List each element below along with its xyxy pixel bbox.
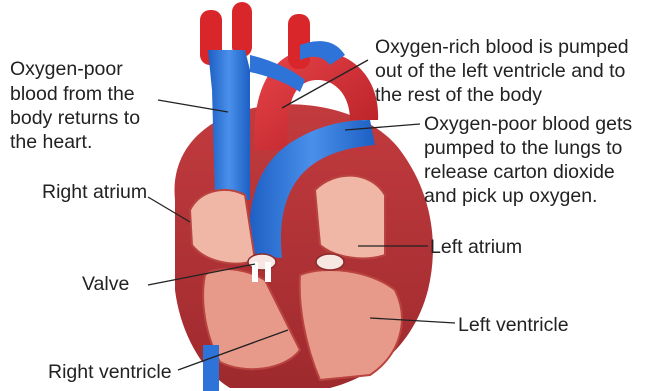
valve-white-2 xyxy=(265,262,271,282)
label-oxygen-poor-return-2: blood from the xyxy=(10,82,135,106)
label-valve: Valve xyxy=(82,272,129,296)
label-oxygen-poor-lungs-1: Oxygen-poor blood gets xyxy=(424,112,632,136)
label-oxygen-poor-lungs-3: release carton dioxide xyxy=(424,160,615,184)
label-oxygen-rich-2: out of the left ventricle and to xyxy=(375,59,625,83)
label-oxygen-rich-1: Oxygen-rich blood is pumped xyxy=(375,35,629,59)
label-oxygen-rich-3: the rest of the body xyxy=(375,83,542,107)
label-left-atrium: Left atrium xyxy=(430,235,522,259)
label-right-atrium: Right atrium xyxy=(42,180,147,204)
inferior-vena-cava xyxy=(203,345,219,391)
aorta-branch-2 xyxy=(232,2,252,57)
label-left-ventricle: Left ventricle xyxy=(458,313,569,337)
left-ventricle-chamber xyxy=(300,270,402,380)
label-oxygen-poor-return-4: the heart. xyxy=(10,130,92,154)
right-atrium-chamber xyxy=(190,190,255,264)
label-right-ventricle: Right ventricle xyxy=(48,360,172,384)
label-oxygen-poor-return-1: Oxygen-poor xyxy=(10,57,123,81)
aorta-branch-3 xyxy=(288,14,310,69)
label-oxygen-poor-lungs-2: pumped to the lungs to xyxy=(424,136,622,160)
label-oxygen-poor-lungs-4: and pick up oxygen. xyxy=(424,184,597,208)
label-oxygen-poor-return-3: body returns to xyxy=(10,106,140,130)
valve-left xyxy=(316,254,344,270)
